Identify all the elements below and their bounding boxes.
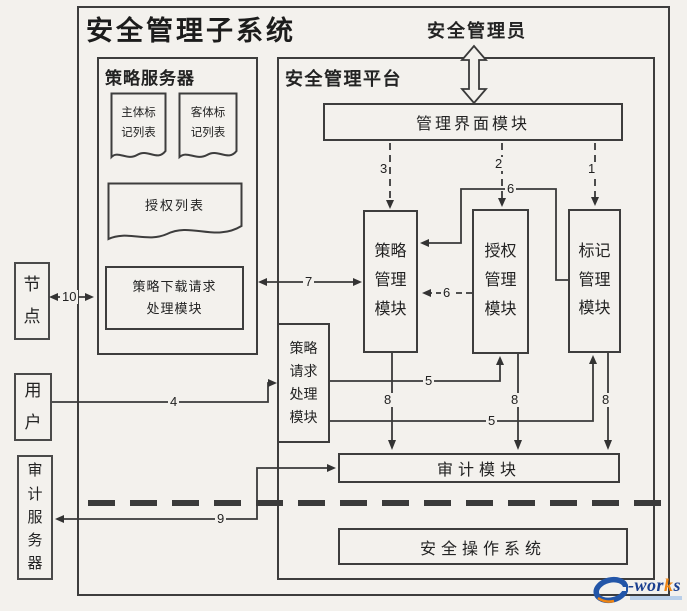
- platform-label: 安全管理平台: [285, 69, 402, 89]
- actor-label: 安全管理员: [427, 21, 527, 41]
- request-module-label: 策略请求处理模块: [289, 339, 318, 426]
- audit-server-label: 审计服务器: [27, 462, 43, 573]
- node-label: 节点: [23, 274, 41, 326]
- edge-label-6a: 6: [505, 181, 517, 196]
- ui-module-label: 管理界面模块: [415, 116, 530, 133]
- policy-server-box: [97, 57, 258, 355]
- object-list-label: 客体标记列表: [190, 107, 226, 139]
- edge-label-8b: 8: [509, 392, 521, 407]
- os-box: 安全操作系统: [338, 528, 628, 565]
- diagram-title: 安全管理子系统: [86, 16, 296, 46]
- document-shape-icon: [110, 92, 167, 160]
- eworks-wordmark: -works: [628, 575, 681, 596]
- edge-label-9: 9: [215, 511, 227, 526]
- audit-server-box: 审计服务器: [17, 455, 53, 580]
- eworks-text-s: s: [673, 575, 682, 595]
- auth-list-label: 授权列表: [144, 198, 205, 213]
- object-list-doc: 客体标记列表: [178, 92, 238, 166]
- ui-module-box: 管理界面模块: [323, 103, 623, 141]
- subject-list-doc: 主体标记列表: [110, 92, 167, 166]
- auth-module-label: 授权管理模块: [484, 243, 517, 318]
- document-shape-icon: [178, 92, 238, 160]
- eworks-logo: -works: [592, 569, 687, 609]
- policy-module-label: 策略管理模块: [374, 243, 407, 318]
- os-label: 安全操作系统: [419, 540, 546, 558]
- edge-label-10: 10: [60, 289, 79, 304]
- subject-list-label: 主体标记列表: [121, 107, 156, 139]
- eworks-underline: [630, 596, 682, 600]
- edge-label-6b: 6: [441, 285, 453, 300]
- edge-label-2: 2: [493, 156, 505, 171]
- policy-module-box: 策略管理模块: [363, 210, 418, 353]
- edge-label-1: 1: [586, 161, 598, 176]
- download-module-box: 策略下载请求处理模块: [105, 266, 244, 330]
- edge-label-4: 4: [168, 394, 180, 409]
- download-module-label: 策略下载请求处理模块: [132, 278, 217, 316]
- user-box: 用户: [14, 373, 52, 441]
- document-shape-icon: [107, 182, 243, 241]
- eworks-text-k: k: [664, 575, 674, 595]
- node-box: 节点: [14, 262, 50, 340]
- arrowhead: [55, 515, 64, 523]
- label-module-label: 标记管理模块: [578, 242, 611, 318]
- eworks-text-wor: -wor: [628, 575, 665, 595]
- request-module-box: 策略请求处理模块: [277, 323, 330, 443]
- audit-module-box: 审计模块: [338, 453, 620, 483]
- arrowhead: [49, 293, 58, 301]
- edge-label-5b: 5: [486, 413, 498, 428]
- edge-label-8a: 8: [382, 392, 394, 407]
- edge-label-3: 3: [378, 161, 390, 176]
- policy-server-label: 策略服务器: [105, 69, 195, 88]
- edge-label-5a: 5: [423, 373, 435, 388]
- edge-label-8c: 8: [600, 392, 612, 407]
- eworks-logo-e-icon: [593, 576, 628, 604]
- auth-list-doc: 授权列表: [107, 182, 243, 248]
- label-module-box: 标记管理模块: [568, 209, 621, 353]
- audit-module-label: 审计模块: [436, 462, 521, 479]
- edge-label-7: 7: [303, 274, 315, 289]
- user-label: 用户: [24, 380, 42, 432]
- auth-module-box: 授权管理模块: [472, 209, 529, 354]
